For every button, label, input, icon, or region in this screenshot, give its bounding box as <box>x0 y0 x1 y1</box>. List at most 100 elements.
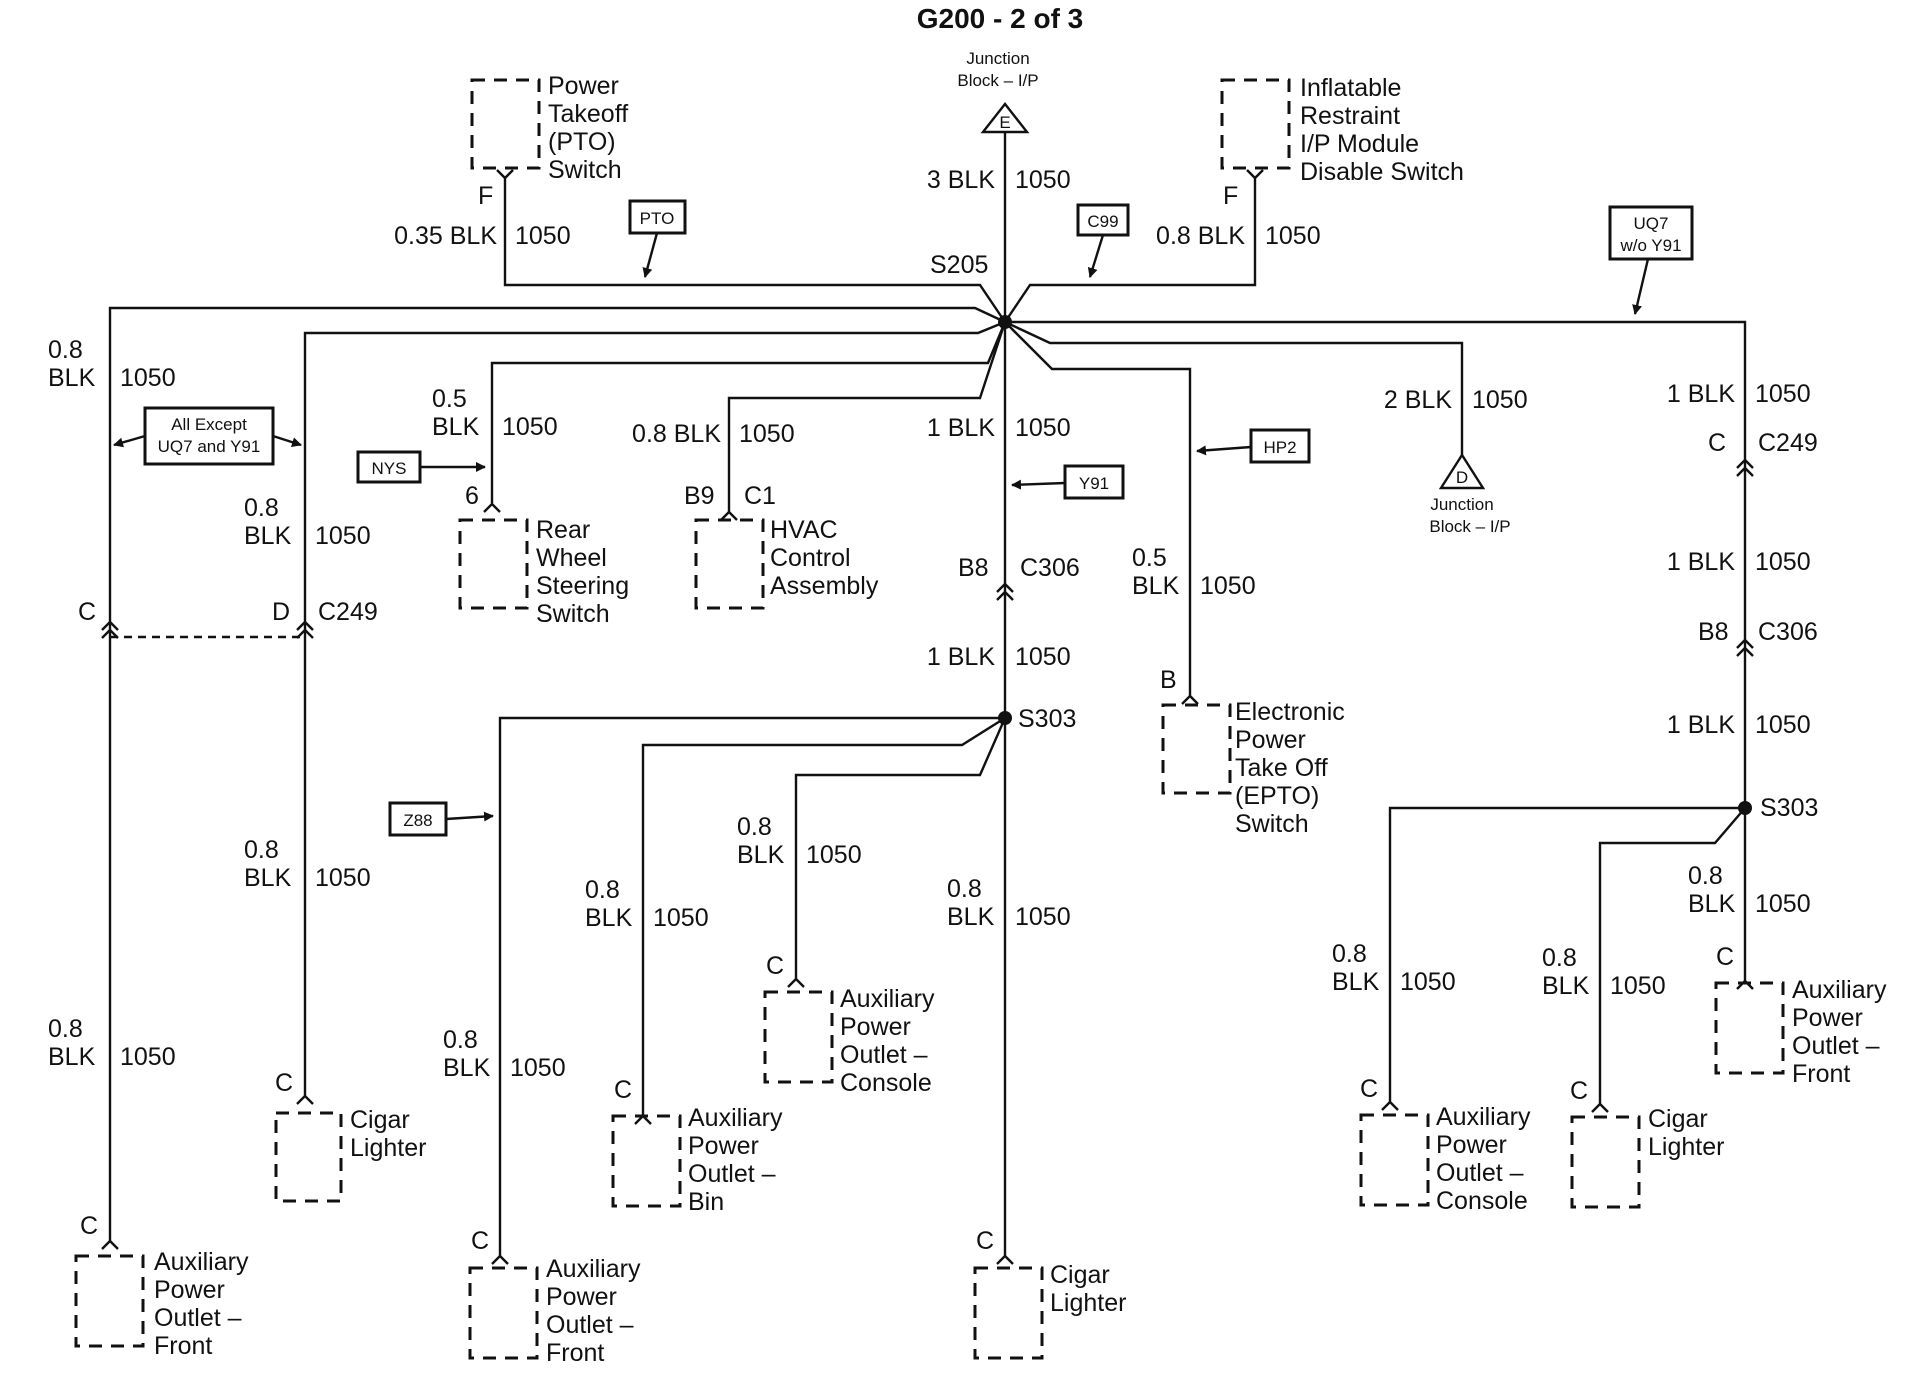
pto-switch-label: Power Takeoff (PTO) Switch <box>548 72 635 184</box>
wire-cigar-right <box>1598 807 1746 1105</box>
c306-right-pin: B8 <box>1698 618 1729 646</box>
inflatable-switch-label: Inflatable Restraint I/P Module Disable … <box>1300 74 1464 186</box>
wire-cigar-right-circuit: 1050 <box>1610 972 1666 1000</box>
aux-bin-label: Auxiliary Power Outlet – Bin <box>688 1104 789 1216</box>
c306-mid-pin: B8 <box>958 554 989 582</box>
wire-epto <box>1004 321 1192 697</box>
wire-aux-console-right-gauge: 0.8 BLK <box>1332 940 1380 996</box>
c249-right-pin: C <box>1708 429 1726 457</box>
wire-left-outer-bottom-circuit: 1050 <box>120 1043 176 1071</box>
c306-mid-symbol <box>996 582 1014 601</box>
pin-aux-console-right-c: C <box>1360 1075 1378 1103</box>
epto-terminal <box>1181 694 1199 705</box>
wire-cigar-right-gauge: 0.8 BLK <box>1542 944 1590 1000</box>
pin-epto-b: B <box>1160 666 1177 694</box>
wire-right-mid-gauge: 1 BLK <box>1667 548 1735 576</box>
inflatable-terminal <box>1246 169 1264 180</box>
splice-s205-label: S205 <box>930 251 988 279</box>
svg-text:C99: C99 <box>1087 212 1118 231</box>
cigar-right-label: Cigar Lighter <box>1648 1105 1724 1161</box>
junction-d-label-1: Junction <box>1430 495 1493 514</box>
aux-front-mid-terminal <box>491 1254 509 1265</box>
c249-left-c-symbol <box>101 620 119 639</box>
aux-console-right-terminal <box>1381 1100 1399 1111</box>
tag-z88: Z88 <box>388 801 494 837</box>
wire-aux-console-mid-circuit: 1050 <box>806 841 862 869</box>
labels: S205 S303 S303 Power Takeoff (PTO) Switc… <box>48 72 1887 1367</box>
svg-text:Y91: Y91 <box>1079 474 1109 493</box>
hvac-label: HVAC Control Assembly <box>770 516 879 600</box>
splice-s303-left-label: S303 <box>1018 705 1076 733</box>
c249-left-d-symbol <box>296 620 314 639</box>
pto-switch-box <box>470 78 541 170</box>
junction-e-label-1: Junction <box>966 49 1029 68</box>
wire-left-inner-top-circuit: 1050 <box>315 522 371 550</box>
rear-wheel-switch-label: Rear Wheel Steering Switch <box>536 516 636 628</box>
pin-cigar-right-c: C <box>1570 1077 1588 1105</box>
wire-inflatable-gauge: 0.8 BLK <box>1156 222 1245 250</box>
option-tags: PTO C99 UQ7 w/o Y91 All Except UQ7 and Y… <box>113 199 1694 837</box>
pin-aux-bin-c: C <box>614 1076 632 1104</box>
splice-s303-right-label: S303 <box>1760 794 1818 822</box>
wire-cigar-mid-circuit: 1050 <box>1015 903 1071 931</box>
junction-e-pin: E <box>999 113 1010 132</box>
wire-aux-front-mid <box>498 716 1005 1257</box>
diagram-title: G200 - 2 of 3 <box>917 3 1084 34</box>
aux-front-mid-label: Auxiliary Power Outlet – Front <box>546 1255 647 1367</box>
tag-pto: PTO <box>628 199 687 278</box>
aux-front-right-box <box>1714 981 1785 1075</box>
tag-all-except: All Except UQ7 and Y91 <box>113 406 302 466</box>
wire-aux-front-right-circuit: 1050 <box>1755 890 1811 918</box>
splice-s303-left-dot <box>998 711 1012 725</box>
wire-epto-circuit: 1050 <box>1200 572 1256 600</box>
wire-epto-gauge: 0.5 BLK <box>1132 544 1180 600</box>
c249-left-name: C249 <box>318 598 378 626</box>
aux-console-right-label: Auxiliary Power Outlet – Console <box>1436 1103 1537 1215</box>
hvac-terminal <box>720 510 738 521</box>
wire-center-top-gauge: 1 BLK <box>927 414 995 442</box>
rear-wheel-terminal <box>483 502 501 513</box>
wires <box>108 132 1747 1257</box>
inflatable-switch-box <box>1220 78 1291 170</box>
c249-right-symbol <box>1736 458 1754 477</box>
splice-s303-right-dot <box>1738 801 1752 815</box>
c249-right-name: C249 <box>1758 429 1818 457</box>
tag-nys: NYS <box>356 450 486 484</box>
cigar-right-terminal <box>1591 1102 1609 1113</box>
pin-hvac-c1: C1 <box>744 482 776 510</box>
c306-right-name: C306 <box>1758 618 1818 646</box>
junction-e-triangle <box>980 102 1030 134</box>
wire-rear-wheel-circuit: 1050 <box>502 413 558 441</box>
wire-hvac-circuit: 1050 <box>739 420 795 448</box>
svg-text:w/o Y91: w/o Y91 <box>1619 236 1681 255</box>
wire-left-inner <box>303 320 1006 1097</box>
hvac-box <box>694 518 765 610</box>
aux-front-left-label: Auxiliary Power Outlet – Front <box>154 1248 255 1360</box>
wire-aux-console-right <box>1388 806 1745 1103</box>
wire-right-long <box>1005 320 1747 808</box>
wire-cigar-mid-gauge: 0.8 BLK <box>947 875 995 931</box>
svg-text:PTO: PTO <box>640 209 675 228</box>
terminal-symbols <box>101 169 1754 1265</box>
wire-left-outer-bottom-gauge: 0.8 BLK <box>48 1015 96 1071</box>
pin-cigar-left-c: C <box>275 1069 293 1097</box>
wire-junction-d-circuit: 1050 <box>1472 386 1528 414</box>
splice-s205-dot <box>998 315 1012 329</box>
aux-front-right-terminal <box>1736 979 1754 990</box>
wire-right-mid-circuit: 1050 <box>1755 548 1811 576</box>
pin-aux-front-right-c: C <box>1716 943 1734 971</box>
c249-left-pin-d: D <box>272 598 290 626</box>
cigar-mid-box <box>973 1266 1044 1360</box>
wire-pto-gauge: 0.35 BLK <box>394 222 497 250</box>
pin-aux-console-mid-c: C <box>766 952 784 980</box>
wire-junction-e-circuit: 1050 <box>1015 166 1071 194</box>
wire-rear-wheel <box>490 321 1007 503</box>
wire-pto <box>503 177 1006 323</box>
wire-hvac-gauge: 0.8 BLK <box>632 420 721 448</box>
connector-chevrons <box>101 458 1754 657</box>
wire-pto-circuit: 1050 <box>515 222 571 250</box>
wire-aux-front-mid-gauge: 0.8 BLK <box>443 1026 491 1082</box>
cigar-left-label: Cigar Lighter <box>350 1106 426 1162</box>
c249-left-pin-c: C <box>78 598 96 626</box>
